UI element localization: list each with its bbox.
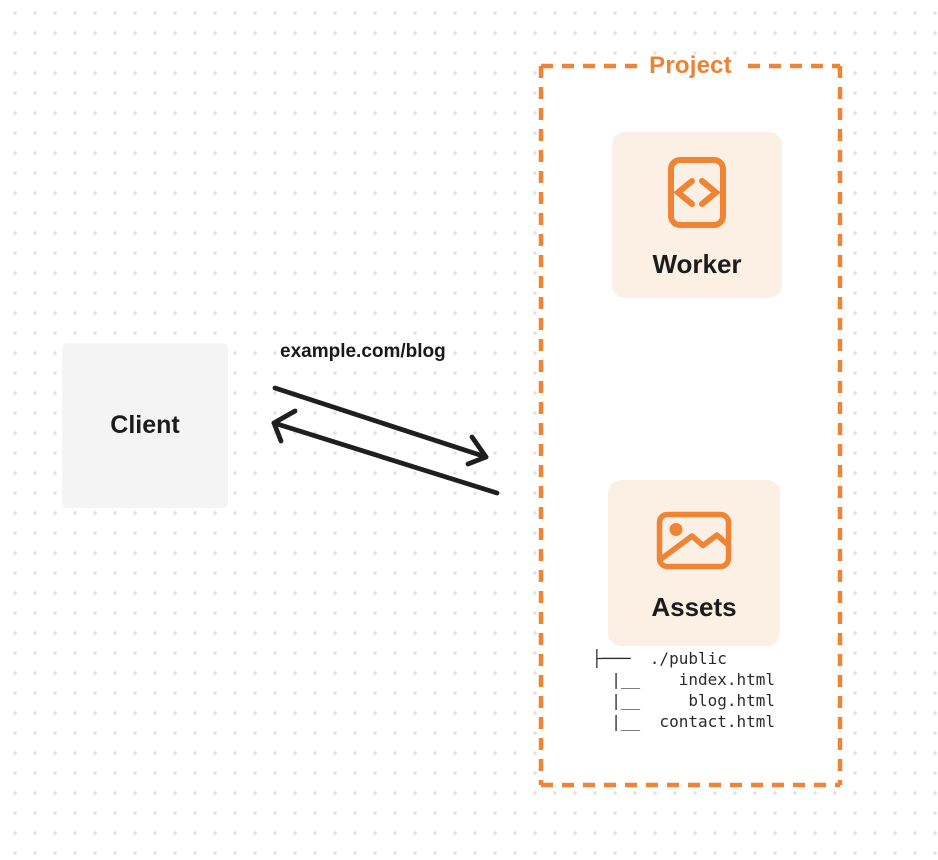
- response-arrow: [271, 408, 500, 496]
- worker-label: Worker: [652, 249, 742, 279]
- client-label: Client: [110, 411, 180, 439]
- picture-icon: [656, 511, 732, 570]
- request-url-label: example.com/blog: [280, 341, 446, 362]
- worker-card: Worker: [612, 132, 782, 298]
- request-arrow: [272, 385, 489, 467]
- assets-file-tree: ├─── ./public |__ index.html |__ blog.ht…: [592, 649, 776, 731]
- assets-card: Assets: [608, 480, 780, 646]
- code-document-icon: [668, 157, 726, 228]
- project-label: Project: [649, 52, 732, 79]
- client-box: Client: [62, 343, 228, 508]
- assets-label: Assets: [651, 592, 737, 622]
